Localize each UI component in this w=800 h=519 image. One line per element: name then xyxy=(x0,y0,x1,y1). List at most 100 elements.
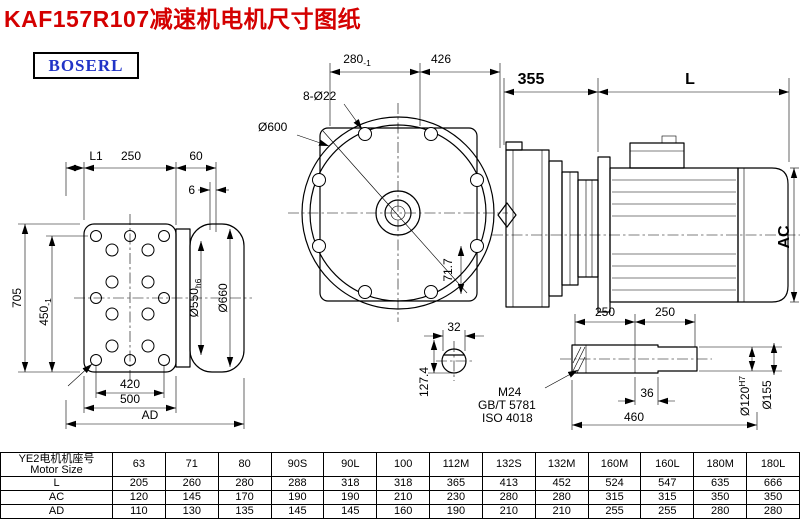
dim-36: 36 xyxy=(640,386,654,400)
table-cell: 365 xyxy=(429,476,483,491)
table-cell: 255 xyxy=(587,504,642,519)
table-cell: 547 xyxy=(640,476,695,491)
dim-d660: Ø660 xyxy=(216,283,230,313)
table-cell: 190 xyxy=(429,504,483,519)
table-cell: 315 xyxy=(587,490,642,505)
table-cell: 452 xyxy=(534,476,589,491)
dim-250-right: 250 xyxy=(655,305,675,319)
dim-L: L xyxy=(685,71,695,88)
table-cell: 318 xyxy=(323,476,378,491)
motor-size-label-en: Motor Size xyxy=(30,463,83,476)
table-cell: 130 xyxy=(164,504,219,519)
dim-71-7: 71.7 xyxy=(441,258,455,282)
table-cell: 255 xyxy=(640,504,695,519)
table-cell: 666 xyxy=(746,476,800,491)
table-cell: 210 xyxy=(534,504,589,519)
table-cell: 190 xyxy=(270,490,325,505)
table-cell: 280 xyxy=(693,504,748,519)
dim-500: 500 xyxy=(120,392,140,406)
dim-8-d22: 8-Ø22 xyxy=(303,89,337,103)
column-header: 180L xyxy=(746,452,800,477)
hollow-shaft-detail: 250 250 M24 GB/T 5781 ISO 4018 36 460 xyxy=(478,305,782,430)
dim-d550h6: Ø550h6 xyxy=(187,278,203,317)
dim-250: 250 xyxy=(121,149,141,163)
boserl-logo: BOSERL xyxy=(33,52,139,79)
table-cell: 190 xyxy=(323,490,378,505)
dim-450: 450-1 xyxy=(37,298,53,326)
column-header: 160M xyxy=(587,452,642,477)
column-header: 100 xyxy=(376,452,431,477)
column-header: 90L xyxy=(323,452,378,477)
table-cell: 135 xyxy=(217,504,272,519)
table-cell: 635 xyxy=(693,476,748,491)
table-cell: 210 xyxy=(376,490,431,505)
row-label: AC xyxy=(0,490,113,505)
table-cell: 170 xyxy=(217,490,272,505)
dim-426: 426 xyxy=(431,52,451,66)
key-section-detail: 32 127.4 xyxy=(417,320,484,397)
table-cell: 110 xyxy=(112,504,166,519)
row-label: L xyxy=(0,476,113,491)
dim-460: 460 xyxy=(624,410,644,424)
side-view-dimensions: 355 L AC xyxy=(503,71,799,303)
table-cell: 280 xyxy=(534,490,589,505)
dim-d600: Ø600 xyxy=(258,120,288,134)
dim-420: 420 xyxy=(120,377,140,391)
dim-355: 355 xyxy=(518,71,545,88)
label-gbt-5781: GB/T 5781 xyxy=(478,398,536,412)
dim-250-left: 250 xyxy=(595,305,615,319)
dim-AC: AC xyxy=(776,225,793,249)
dim-d120h7: Ø120H7 xyxy=(737,376,752,416)
front-view-dimensions: 280-1 426 8-Ø22 Ø600 71.7 xyxy=(258,52,501,294)
flange-view xyxy=(74,214,252,382)
table-cell: 260 xyxy=(164,476,219,491)
table-cell: 280 xyxy=(481,490,536,505)
table-cell: 413 xyxy=(481,476,536,491)
table-cell: 205 xyxy=(112,476,166,491)
table-cell: 280 xyxy=(217,476,272,491)
dim-127-4: 127.4 xyxy=(417,367,431,397)
dim-60: 60 xyxy=(189,149,203,163)
table-cell: 350 xyxy=(746,490,800,505)
label-m24: M24 xyxy=(498,385,522,399)
column-header: 112M xyxy=(429,452,483,477)
dim-280: 280-1 xyxy=(343,52,371,68)
gearbox-front-view xyxy=(288,103,508,322)
table-cell: 350 xyxy=(693,490,748,505)
column-header: 132S xyxy=(481,452,536,477)
label-iso-4018: ISO 4018 xyxy=(482,411,533,425)
column-header: 180M xyxy=(693,452,748,477)
table-cell: 315 xyxy=(640,490,695,505)
table-cell: 145 xyxy=(164,490,219,505)
column-header: 132M xyxy=(534,452,589,477)
dim-6: 6 xyxy=(188,183,195,197)
dim-L1: L1 xyxy=(89,149,103,163)
table-cell: 210 xyxy=(481,504,536,519)
table-cell: 318 xyxy=(376,476,431,491)
table-cell: 230 xyxy=(429,490,483,505)
table-cell: 120 xyxy=(112,490,166,505)
table-cell: 145 xyxy=(323,504,378,519)
column-header: 90S xyxy=(270,452,325,477)
dim-705: 705 xyxy=(10,288,24,308)
table-cell: 524 xyxy=(587,476,642,491)
table-cell: 288 xyxy=(270,476,325,491)
table-cell: 280 xyxy=(746,504,800,519)
flange-view-dimensions: L1 250 60 6 705 450-1 Ø550h6 Ø660 420 xyxy=(10,149,245,429)
side-view xyxy=(492,135,800,313)
page-title: KAF157R107减速机电机尺寸图纸 xyxy=(4,6,362,32)
column-header: 71 xyxy=(164,452,219,477)
column-header: 80 xyxy=(217,452,272,477)
logo-text: BOSERL xyxy=(48,55,124,75)
column-header: 63 xyxy=(112,452,166,477)
table-cell: 145 xyxy=(270,504,325,519)
dim-AD: AD xyxy=(142,408,159,422)
